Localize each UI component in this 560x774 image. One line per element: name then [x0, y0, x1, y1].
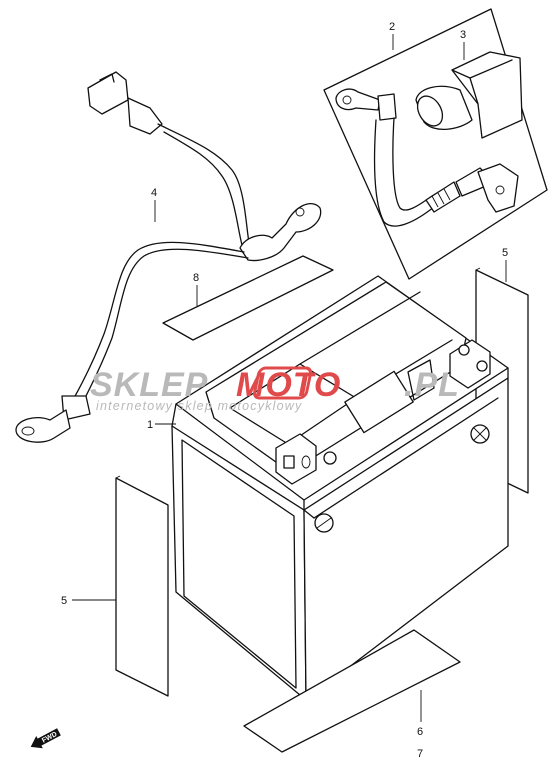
battery-part-1: [171, 275, 509, 701]
watermark-tagline: internetowy sklep motocyklowy: [96, 399, 302, 413]
callout-1: 1: [147, 419, 153, 431]
cable-boot-part-3: [415, 51, 523, 139]
callout-8: 8: [193, 272, 199, 284]
pad-part-8: [162, 255, 334, 341]
watermark-brand-suffix: .PL: [404, 366, 460, 404]
pad-part-5-left: [115, 475, 169, 697]
watermark-logo-mark: [253, 366, 313, 400]
positive-cable: [335, 88, 519, 227]
pad-part-6: [243, 629, 461, 753]
callout-3: 3: [460, 29, 466, 41]
callout-2: 2: [389, 21, 395, 33]
fwd-arrow-icon: FWD: [30, 728, 61, 749]
callout-7: 7: [417, 748, 423, 760]
callout-5-left: 5: [61, 595, 67, 607]
fwd-label: FWD: [41, 731, 58, 745]
negative-cable-part-4: [15, 71, 322, 443]
inset-box-part-2: [323, 8, 548, 280]
callout-4: 4: [151, 187, 157, 199]
callout-6: 6: [417, 726, 423, 738]
callouts: 2 3 4 8 5 1 5 6 7: [61, 21, 508, 760]
watermark-brand-left: SKLEP: [90, 366, 208, 404]
watermark: SKLEP MOTO .PL internetowy sklep motocyk…: [90, 366, 460, 413]
callout-5-right: 5: [502, 247, 508, 259]
